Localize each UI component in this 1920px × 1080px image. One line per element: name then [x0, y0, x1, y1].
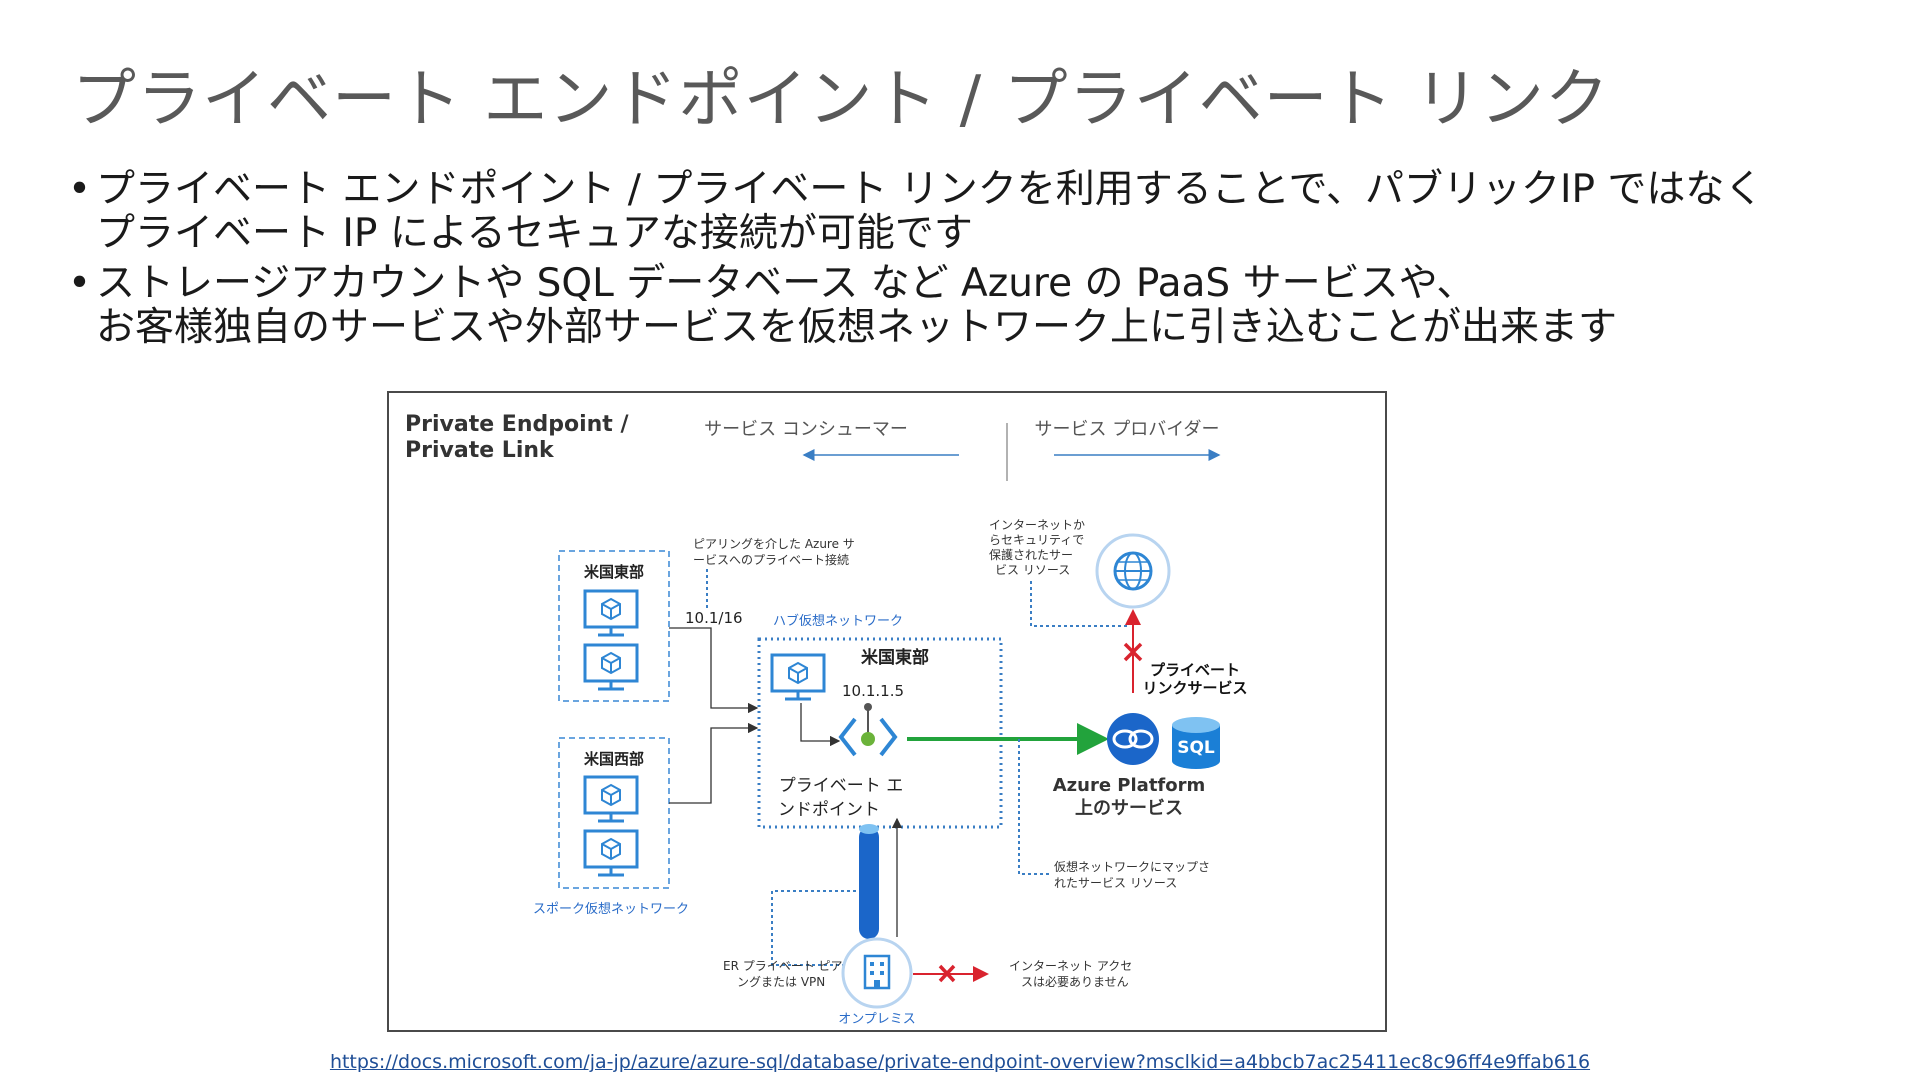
vm-icon — [583, 643, 639, 691]
peering-note: ピアリングを介した Azure サ — [693, 537, 855, 551]
diagram-title: Private Link — [405, 438, 555, 463]
mapped-note: れたサービス リソース — [1054, 876, 1177, 890]
endpoint-label: プライベート エ — [779, 776, 903, 796]
diagram-title: Private Endpoint / — [405, 412, 629, 437]
er-note: ングまたは VPN — [737, 975, 825, 989]
spoke-region-west — [558, 737, 670, 889]
onprem-label: オンプレミス — [838, 1012, 916, 1027]
internet-note: らセキュリティで — [989, 533, 1084, 547]
vm-icon — [770, 653, 826, 701]
private-link-icon — [1107, 713, 1159, 765]
no-internet-note: スは必要ありません — [1021, 975, 1129, 989]
er-note-leader — [771, 890, 859, 966]
bullet-text: プライベート エンドポイント / プライベート リンクを利用することで、パブリッ… — [96, 167, 1764, 212]
internet-note-leader — [1030, 581, 1129, 627]
internet-note: ビス リソース — [995, 563, 1070, 577]
provider-label: サービス プロバイダー — [1034, 419, 1219, 440]
internet-note: インターネットか — [989, 518, 1085, 532]
region-label-east: 米国東部 — [584, 563, 644, 581]
mapped-note: 仮想ネットワークにマップさ — [1054, 859, 1210, 874]
hub-vnet-label: ハブ仮想ネットワーク — [773, 613, 903, 629]
sql-database-icon: SQL — [1172, 717, 1220, 769]
spoke-region-east — [558, 550, 670, 702]
region-label-west: 米国西部 — [584, 750, 644, 768]
private-endpoint-icon — [838, 703, 898, 757]
platform-label: Azure Platform — [1053, 775, 1206, 796]
building-icon — [841, 937, 913, 1009]
spoke-vnet-label: スポーク仮想ネットワーク — [533, 901, 689, 917]
bullet-text: プライベート IP によるセキュアな接続が可能です — [96, 211, 973, 256]
bullet-list: プライベート エンドポイント / プライベート リンクを利用することで、パブリッ… — [68, 168, 1763, 356]
pls-label: プライベート — [1150, 661, 1240, 679]
diagram-canvas: Private Endpoint / Private Link サービス コンシ… — [405, 412, 1248, 1027]
bullet-item: ストレージアカウントや SQL データベース など Azure の PaaS サ… — [68, 262, 1763, 350]
er-note: ER プライベート ピアリ — [723, 959, 855, 973]
private-endpoint-diagram: Private Endpoint / Private Link サービス コンシ… — [387, 391, 1387, 1032]
vm-icon — [583, 829, 639, 877]
reference-link[interactable]: https://docs.microsoft.com/ja-jp/azure/a… — [329, 1051, 1591, 1073]
blocked-x-icon — [1123, 642, 1143, 662]
internet-note: 保護されたサー — [989, 547, 1073, 562]
vm-icon — [583, 775, 639, 823]
no-internet-note: インターネット アクセ — [1009, 959, 1132, 973]
vm-icon — [583, 589, 639, 637]
consumer-label: サービス コンシューマー — [704, 419, 908, 440]
endpoint-ip: 10.1.1.5 — [842, 682, 904, 700]
hub-cidr: 10.1/16 — [685, 609, 743, 627]
spoke-west-connector — [669, 722, 759, 804]
globe-icon — [1095, 533, 1171, 609]
hub-vnet-box — [757, 637, 1003, 829]
bullet-item: プライベート エンドポイント / プライベート リンクを利用することで、パブリッ… — [68, 168, 1763, 256]
endpoint-label: ンドポイント — [778, 800, 880, 820]
bullet-text: お客様独自のサービスや外部サービスを仮想ネットワーク上に引き込むことが出来ます — [96, 305, 1618, 350]
peering-note: ービスへのプライベート接続 — [693, 552, 849, 567]
platform-label: 上のサービス — [1075, 798, 1183, 819]
spoke-east-connector — [669, 627, 759, 714]
mapped-note-leader — [1018, 739, 1049, 875]
sql-label: SQL — [1177, 738, 1215, 758]
hub-region-label: 米国東部 — [861, 647, 929, 668]
blocked-x-icon — [938, 964, 956, 983]
pls-label: リンクサービス — [1142, 679, 1247, 697]
expressroute-pipe — [859, 824, 879, 939]
vm-to-endpoint-connector — [800, 703, 841, 747]
slide-title: プライベート エンドポイント / プライベート リンク — [72, 63, 1610, 137]
bullet-text: ストレージアカウントや SQL データベース など Azure の PaaS サ… — [96, 261, 1476, 306]
